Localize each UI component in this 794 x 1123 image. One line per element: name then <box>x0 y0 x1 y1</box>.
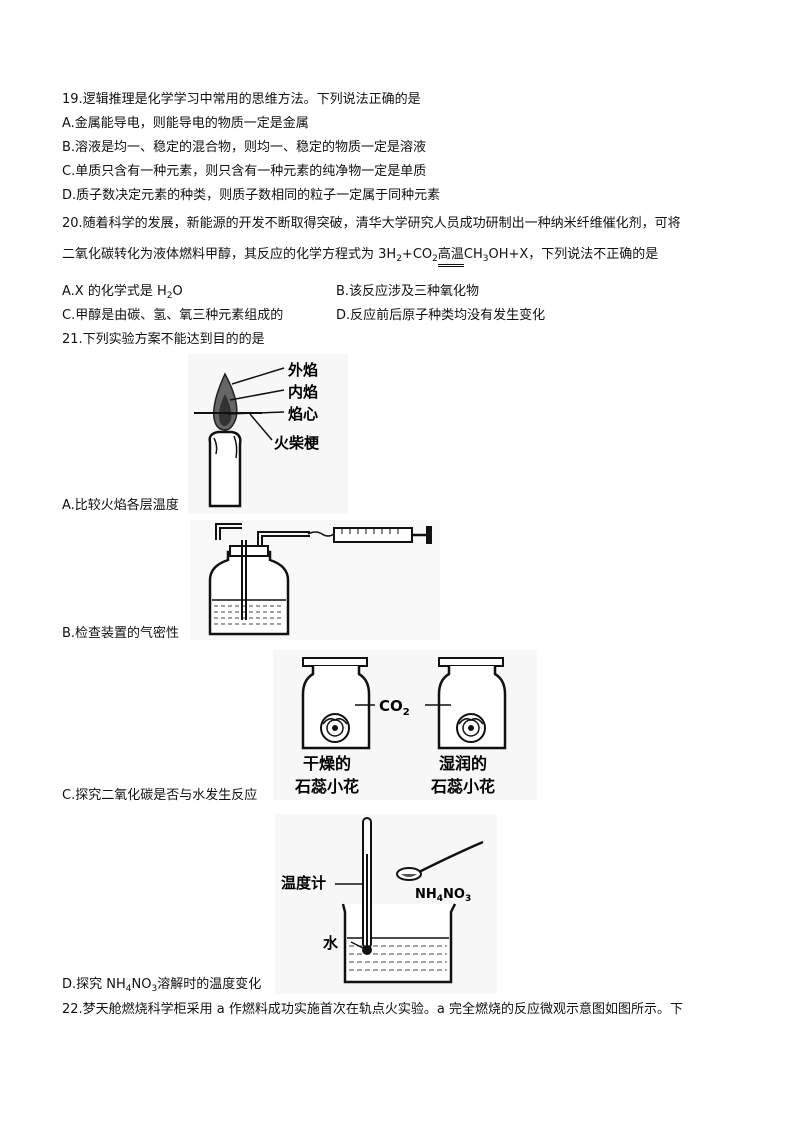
airtightness-figure <box>190 520 440 640</box>
q21-option-a: A.比较火焰各层温度 <box>62 498 179 513</box>
q20-option-b: B.该反应涉及三种氧化物 <box>336 284 480 299</box>
label-inner-flame: 内焰 <box>288 383 318 401</box>
litmus-flower-figure: CO2 干燥的 石蕊小花 湿润的 石蕊小花 <box>273 650 537 800</box>
q21-option-d: D.探究 NH4NO3溶解时的温度变化 <box>62 977 262 994</box>
reaction-condition: 高温 <box>437 246 464 267</box>
label-matchstick: 火柴梗 <box>274 434 320 452</box>
q19-option-a: A.金属能导电，则能导电的物质一定是金属 <box>62 116 309 131</box>
label-flame-core: 焰心 <box>288 405 318 423</box>
q20-option-c: C.甲醇是由碳、氢、氧三种元素组成的 <box>62 308 284 323</box>
q20-stem: 20.随着科学的发展，新能源的开发不断取得突破，清华大学研究人员成功研制出一种纳… <box>62 216 681 231</box>
q20-option-d: D.反应前后原子种类均没有发生变化 <box>336 308 546 323</box>
candle-flame-figure: 外焰 内焰 焰心 火柴梗 <box>188 354 348 514</box>
q19-stem: 19.逻辑推理是化学学习中常用的思维方法。下列说法正确的是 <box>62 92 421 107</box>
q22-stem: 22.梦天舱燃烧科学柜采用 a 作燃料成功实施首次在轨点火实验。a 完全燃烧的反… <box>62 1002 684 1017</box>
q19-option-c: C.单质只含有一种元素，则只含有一种元素的纯净物一定是单质 <box>62 164 427 179</box>
q21-option-c: C.探究二氧化碳是否与水发生反应 <box>62 788 258 803</box>
moist-flower-caption-1: 湿润的 <box>438 754 487 773</box>
moist-flower-caption-2: 石蕊小花 <box>430 777 495 796</box>
q20-equation-line: 二氧化碳转化为液体燃料甲醇，其反应的化学方程式为 3H2+CO2高温CH3OH+… <box>62 246 658 267</box>
dry-flower-caption-2: 石蕊小花 <box>294 777 359 796</box>
q20-option-a: A.X 的化学式是 H2O <box>62 284 183 301</box>
q19-option-b: B.溶液是均一、稳定的混合物，则均一、稳定的物质一定是溶液 <box>62 140 427 155</box>
salt-label: NH4NO3 <box>415 887 471 904</box>
q21-stem: 21.下列实验方案不能达到目的的是 <box>62 332 265 347</box>
label-outer-flame: 外焰 <box>287 361 318 379</box>
thermometer-label: 温度计 <box>281 874 326 892</box>
water-label: 水 <box>323 934 339 952</box>
co2-label: CO2 <box>379 697 410 718</box>
dry-flower-caption-1: 干燥的 <box>303 754 351 773</box>
q21-option-b: B.检查装置的气密性 <box>62 626 180 641</box>
dissolution-figure: 温度计 水 NH4NO3 <box>275 814 497 994</box>
moist-flower-icon <box>456 713 486 743</box>
spoon-icon <box>396 840 484 881</box>
dry-flower-icon <box>320 713 350 743</box>
q19-option-d: D.质子数决定元素的种类，则质子数相同的粒子一定属于同种元素 <box>62 188 441 203</box>
